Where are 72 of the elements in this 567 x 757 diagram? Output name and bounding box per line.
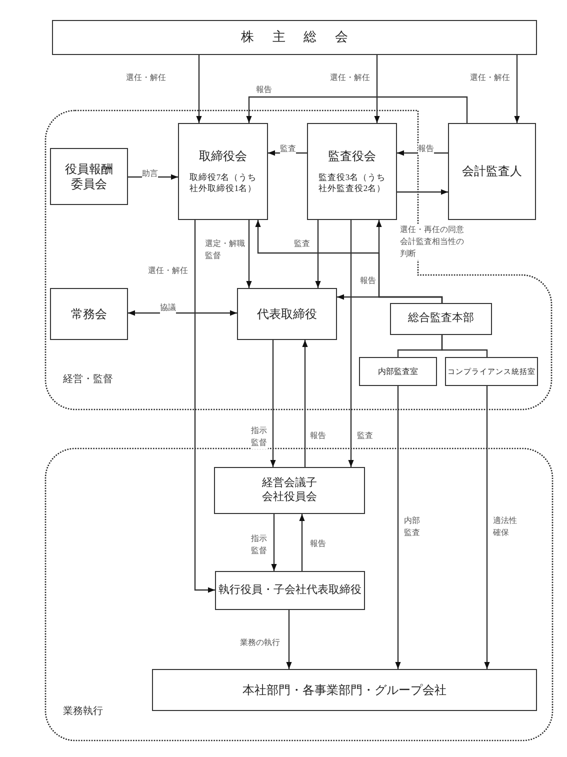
box-title: 代表取締役 bbox=[257, 306, 317, 322]
org-box bbox=[359, 357, 437, 386]
box-title: 取締役会 bbox=[199, 149, 247, 164]
arrow bbox=[286, 610, 292, 669]
box-title: 監査役会 bbox=[328, 149, 376, 164]
org-box bbox=[237, 288, 337, 340]
edge-label: 内部監査 bbox=[404, 515, 421, 539]
edge-label: 指示監督 bbox=[251, 533, 268, 557]
connector-line bbox=[441, 335, 488, 357]
org-box bbox=[50, 288, 128, 340]
arrow bbox=[268, 150, 307, 156]
box-title: 総合監査本部 bbox=[408, 312, 474, 326]
box-note: 取締役7名（うち社外取締役1名） bbox=[188, 172, 258, 194]
box-title: 執行役員・子会社代表取締役 bbox=[218, 584, 362, 598]
arrow bbox=[397, 189, 448, 195]
edge-label: 監査 bbox=[280, 143, 296, 155]
org-box bbox=[448, 123, 536, 220]
edge-label: 適法性確保 bbox=[493, 515, 518, 539]
edge-label: 業務の執行 bbox=[240, 637, 280, 649]
box-title: 内部監査室 bbox=[378, 366, 418, 376]
edge-label: 報告 bbox=[256, 84, 272, 96]
arrow bbox=[246, 96, 468, 123]
edge-label: 報告 bbox=[418, 143, 434, 155]
edge-label: 監査 bbox=[357, 430, 373, 442]
arrow bbox=[246, 220, 252, 288]
org-box bbox=[50, 148, 128, 205]
arrow bbox=[374, 55, 380, 123]
edge-label: 報告 bbox=[310, 430, 326, 442]
edge-label: 監査 bbox=[294, 238, 310, 250]
arrow bbox=[514, 55, 520, 123]
edge-label: 指示監督 bbox=[251, 425, 268, 449]
arrow bbox=[302, 340, 308, 467]
org-box bbox=[307, 123, 397, 220]
box-title: 株主総会 bbox=[241, 29, 366, 46]
edge-label: 選任・解任 bbox=[126, 72, 166, 84]
arrow bbox=[397, 150, 448, 156]
edge-label: 報告 bbox=[360, 275, 376, 287]
region-label: 経営・監督 bbox=[63, 372, 113, 387]
edge-label: 報告 bbox=[310, 538, 326, 550]
org-box bbox=[214, 467, 365, 514]
edge-label: 選任・解任 bbox=[470, 72, 510, 84]
org-box bbox=[178, 123, 268, 220]
arrow bbox=[299, 514, 305, 571]
box-title: 会計監査人 bbox=[462, 164, 522, 179]
arrow bbox=[395, 386, 401, 669]
arrow bbox=[484, 386, 490, 669]
arrow bbox=[271, 514, 277, 571]
arrow bbox=[194, 220, 215, 593]
org-box bbox=[390, 303, 492, 335]
box-title: 経営会議子会社役員会 bbox=[261, 476, 318, 504]
arrow bbox=[315, 220, 321, 288]
org-box bbox=[152, 669, 537, 711]
edge-label: 選任・解任 bbox=[148, 265, 188, 277]
org-box bbox=[52, 20, 537, 55]
arrow bbox=[196, 55, 202, 123]
box-title: 常務会 bbox=[71, 306, 107, 322]
arrow bbox=[128, 174, 178, 180]
org-box bbox=[445, 357, 538, 386]
box-note: 監査役3名（うち社外監査役2名） bbox=[317, 172, 387, 194]
box-title: 本社部門・各事業部門・グループ会社 bbox=[242, 682, 446, 698]
edge-label: 助言 bbox=[142, 168, 158, 180]
box-title: 役員報酬委員会 bbox=[64, 162, 114, 192]
edge-label: 選定・解職監督 bbox=[205, 238, 246, 262]
org-box bbox=[215, 571, 365, 610]
arrow bbox=[348, 220, 354, 467]
arrow bbox=[270, 340, 276, 467]
edge-label: 協議 bbox=[160, 302, 176, 314]
arrow bbox=[255, 220, 443, 303]
region-label: 業務執行 bbox=[63, 704, 103, 719]
edge-label: 選任・再任の同意会計監査相当性の判断 bbox=[400, 224, 465, 260]
edge-label: 選任・解任 bbox=[330, 72, 370, 84]
arrow bbox=[128, 310, 237, 316]
